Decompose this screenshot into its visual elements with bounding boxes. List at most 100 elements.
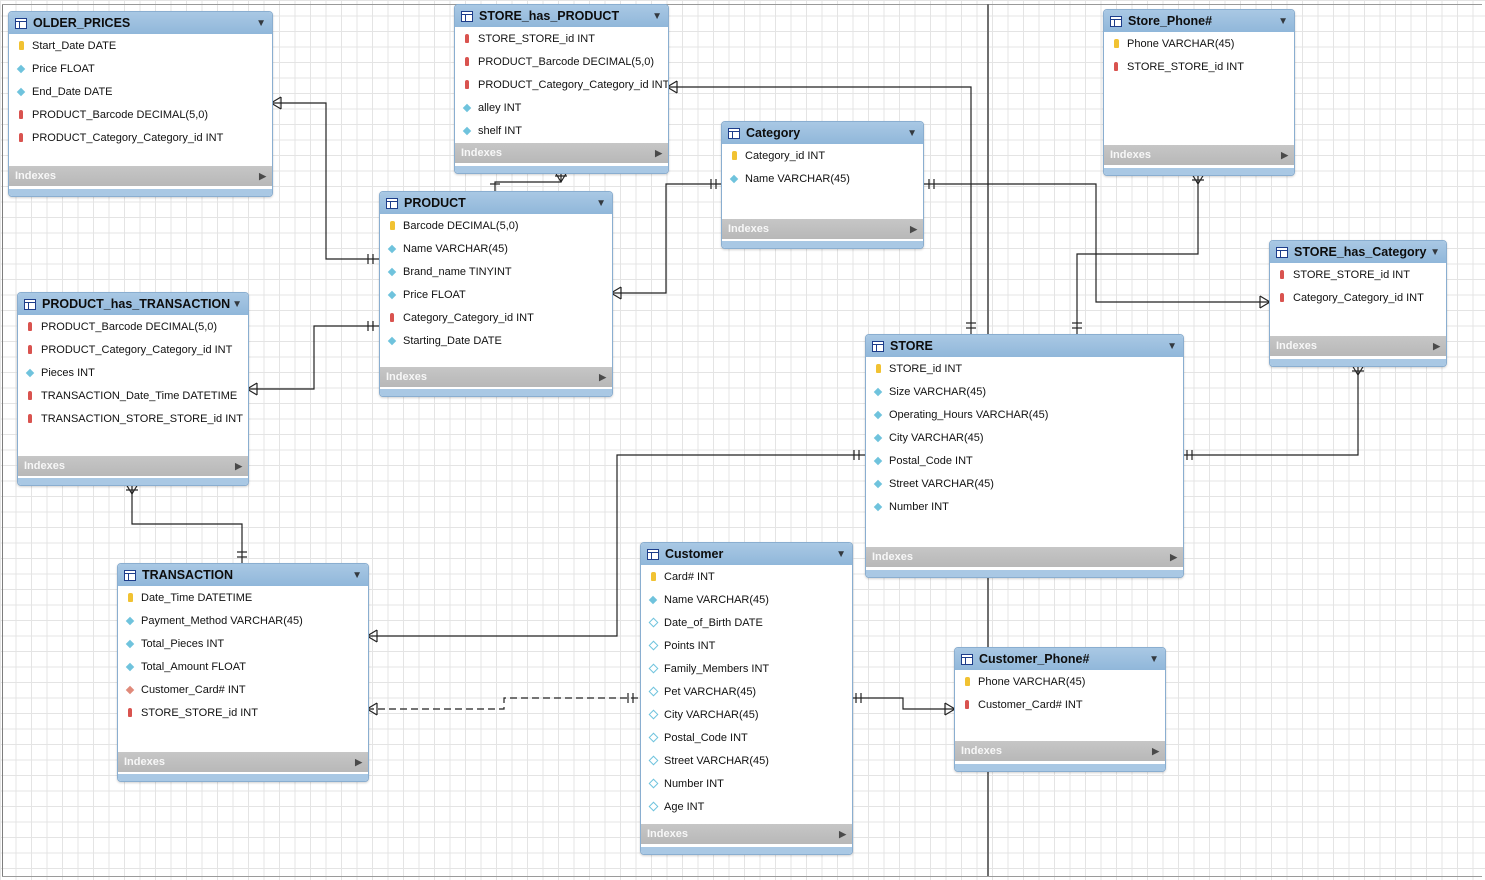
indexes-bar[interactable]: Indexes ▶ [641, 824, 852, 844]
expand-triangle-right-icon[interactable]: ▶ [355, 756, 362, 767]
column-row[interactable]: City VARCHAR(45) [641, 703, 852, 726]
table-header[interactable]: Category ▼ [722, 122, 923, 144]
expand-triangle-right-icon[interactable]: ▶ [910, 223, 917, 234]
column-row[interactable]: Street VARCHAR(45) [641, 749, 852, 772]
column-row[interactable]: Postal_Code INT [866, 449, 1183, 472]
expand-triangle-right-icon[interactable]: ▶ [1433, 340, 1440, 351]
column-row[interactable]: TRANSACTION_Date_Time DATETIME [18, 384, 248, 407]
column-row[interactable]: Pet VARCHAR(45) [641, 680, 852, 703]
collapse-triangle-down-icon[interactable]: ▼ [232, 298, 242, 310]
column-row[interactable]: Starting_Date DATE [380, 329, 612, 352]
indexes-bar[interactable]: Indexes ▶ [455, 143, 668, 163]
column-row[interactable]: Size VARCHAR(45) [866, 380, 1183, 403]
indexes-bar[interactable]: Indexes ▶ [1270, 336, 1446, 356]
collapse-triangle-down-icon[interactable]: ▼ [1430, 246, 1440, 258]
column-row[interactable]: Category_Category_id INT [380, 306, 612, 329]
table-header[interactable]: TRANSACTION ▼ [118, 564, 368, 586]
table-store[interactable]: STORE ▼ STORE_id INT Size VARCHAR(45) Op… [865, 334, 1184, 578]
column-row[interactable]: Postal_Code INT [641, 726, 852, 749]
column-row[interactable]: STORE_STORE_id INT [118, 701, 368, 724]
collapse-triangle-down-icon[interactable]: ▼ [1149, 653, 1159, 665]
collapse-triangle-down-icon[interactable]: ▼ [1278, 15, 1288, 27]
column-row[interactable]: Barcode DECIMAL(5,0) [380, 214, 612, 237]
column-row[interactable]: Phone VARCHAR(45) [1104, 32, 1294, 55]
column-row[interactable]: Price FLOAT [9, 57, 272, 80]
column-row[interactable]: Brand_name TINYINT [380, 260, 612, 283]
table-transaction[interactable]: TRANSACTION ▼ Date_Time DATETIME Payment… [117, 563, 369, 782]
table-header[interactable]: PRODUCT_has_TRANSACTION ▼ [18, 293, 248, 315]
column-row[interactable]: City VARCHAR(45) [866, 426, 1183, 449]
column-row[interactable]: STORE_STORE_id INT [455, 27, 668, 50]
table-header[interactable]: STORE ▼ [866, 335, 1183, 357]
table-customer[interactable]: Customer ▼ Card# INT Name VARCHAR(45) Da… [640, 542, 853, 855]
column-row[interactable]: Name VARCHAR(45) [722, 167, 923, 190]
column-row[interactable]: Date_of_Birth DATE [641, 611, 852, 634]
column-row[interactable]: Total_Amount FLOAT [118, 655, 368, 678]
expand-triangle-right-icon[interactable]: ▶ [1281, 149, 1288, 160]
expand-triangle-right-icon[interactable]: ▶ [839, 828, 846, 839]
column-row[interactable]: Price FLOAT [380, 283, 612, 306]
column-row[interactable]: PRODUCT_Barcode DECIMAL(5,0) [18, 315, 248, 338]
column-row[interactable]: PRODUCT_Category_Category_id INT [9, 126, 272, 149]
indexes-bar[interactable]: Indexes ▶ [955, 741, 1165, 761]
table-product-has-transaction[interactable]: PRODUCT_has_TRANSACTION ▼ PRODUCT_Barcod… [17, 292, 249, 486]
table-customer-phone[interactable]: Customer_Phone# ▼ Phone VARCHAR(45) Cust… [954, 647, 1166, 772]
expand-triangle-right-icon[interactable]: ▶ [1152, 745, 1159, 756]
column-row[interactable]: Payment_Method VARCHAR(45) [118, 609, 368, 632]
table-store-has-category[interactable]: STORE_has_Category ▼ STORE_STORE_id INT … [1269, 240, 1447, 367]
column-row[interactable]: PRODUCT_Category_Category_id INT [455, 73, 668, 96]
column-row[interactable]: Operating_Hours VARCHAR(45) [866, 403, 1183, 426]
column-row[interactable]: PRODUCT_Barcode DECIMAL(5,0) [455, 50, 668, 73]
collapse-triangle-down-icon[interactable]: ▼ [1167, 340, 1177, 352]
indexes-bar[interactable]: Indexes ▶ [722, 219, 923, 239]
table-header[interactable]: PRODUCT ▼ [380, 192, 612, 214]
column-row[interactable]: STORE_STORE_id INT [1270, 263, 1446, 286]
column-row[interactable]: Street VARCHAR(45) [866, 472, 1183, 495]
indexes-bar[interactable]: Indexes ▶ [118, 752, 368, 772]
column-row[interactable]: Name VARCHAR(45) [380, 237, 612, 260]
table-older-prices[interactable]: OLDER_PRICES ▼ Start_Date DATE Price FLO… [8, 11, 273, 197]
collapse-triangle-down-icon[interactable]: ▼ [352, 569, 362, 581]
column-row[interactable]: Name VARCHAR(45) [641, 588, 852, 611]
expand-triangle-right-icon[interactable]: ▶ [1170, 551, 1177, 562]
column-row[interactable]: Age INT [641, 795, 852, 818]
column-row[interactable]: Points INT [641, 634, 852, 657]
column-row[interactable]: End_Date DATE [9, 80, 272, 103]
column-row[interactable]: Phone VARCHAR(45) [955, 670, 1165, 693]
column-row[interactable]: Customer_Card# INT [118, 678, 368, 701]
indexes-bar[interactable]: Indexes ▶ [9, 166, 272, 186]
table-product[interactable]: PRODUCT ▼ Barcode DECIMAL(5,0) Name VARC… [379, 191, 613, 397]
column-row[interactable]: Category_id INT [722, 144, 923, 167]
collapse-triangle-down-icon[interactable]: ▼ [256, 17, 266, 29]
expand-triangle-right-icon[interactable]: ▶ [655, 147, 662, 158]
column-row[interactable]: shelf INT [455, 119, 668, 142]
column-row[interactable]: Customer_Card# INT [955, 693, 1165, 716]
column-row[interactable]: STORE_id INT [866, 357, 1183, 380]
table-header[interactable]: Customer_Phone# ▼ [955, 648, 1165, 670]
column-row[interactable]: Family_Members INT [641, 657, 852, 680]
column-row[interactable]: PRODUCT_Barcode DECIMAL(5,0) [9, 103, 272, 126]
table-header[interactable]: Store_Phone# ▼ [1104, 10, 1294, 32]
column-row[interactable]: Category_Category_id INT [1270, 286, 1446, 309]
table-store-has-product[interactable]: STORE_has_PRODUCT ▼ STORE_STORE_id INT P… [454, 4, 669, 174]
collapse-triangle-down-icon[interactable]: ▼ [836, 548, 846, 560]
column-row[interactable]: STORE_STORE_id INT [1104, 55, 1294, 78]
column-row[interactable]: Pieces INT [18, 361, 248, 384]
table-header[interactable]: STORE_has_PRODUCT ▼ [455, 5, 668, 27]
table-header[interactable]: Customer ▼ [641, 543, 852, 565]
table-header[interactable]: STORE_has_Category ▼ [1270, 241, 1446, 263]
column-row[interactable]: alley INT [455, 96, 668, 119]
column-row[interactable]: Number INT [866, 495, 1183, 518]
table-header[interactable]: OLDER_PRICES ▼ [9, 12, 272, 34]
indexes-bar[interactable]: Indexes ▶ [380, 367, 612, 387]
column-row[interactable]: PRODUCT_Category_Category_id INT [18, 338, 248, 361]
column-row[interactable]: TRANSACTION_STORE_STORE_id INT [18, 407, 248, 430]
expand-triangle-right-icon[interactable]: ▶ [235, 460, 242, 471]
column-row[interactable]: Card# INT [641, 565, 852, 588]
column-row[interactable]: Start_Date DATE [9, 34, 272, 57]
indexes-bar[interactable]: Indexes ▶ [1104, 145, 1294, 165]
collapse-triangle-down-icon[interactable]: ▼ [907, 127, 917, 139]
indexes-bar[interactable]: Indexes ▶ [18, 456, 248, 476]
indexes-bar[interactable]: Indexes ▶ [866, 547, 1183, 567]
